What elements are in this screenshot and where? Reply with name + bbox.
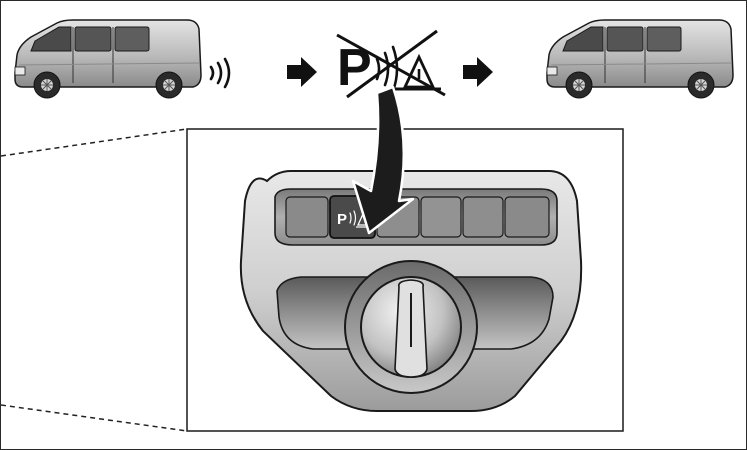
right-van-icon [546,19,734,99]
switch-buttons [285,196,550,238]
crossed-symbol-letter: P [337,39,372,97]
left-van-icon [14,19,202,99]
curved-pointer-arrow [351,85,415,235]
sensor-waves-icon [209,57,231,89]
right-arrow-icon [463,57,493,87]
light-switch-panel: P [239,170,583,412]
callout-lines [1,128,188,432]
button-letter: P [337,211,347,228]
rotary-light-knob[interactable] [360,276,462,378]
parking-sensor-off-icon: P [336,29,446,99]
right-arrow-icon [287,57,317,87]
